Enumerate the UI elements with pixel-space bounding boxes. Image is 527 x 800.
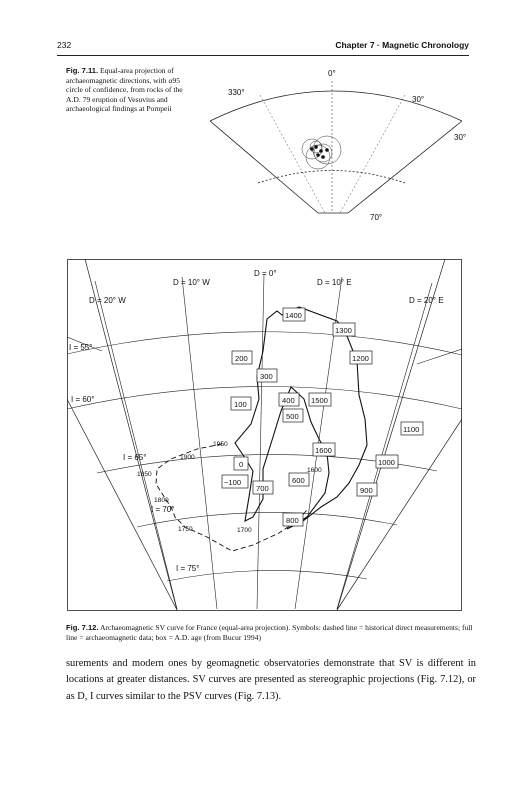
header-rule — [57, 55, 469, 56]
fig-7-11-projection: 0° 330° 30° 30° 70° — [209, 69, 466, 222]
direction-points — [310, 145, 329, 159]
age-500: 500 — [286, 412, 299, 421]
label-i-75: I = 75° — [176, 564, 199, 573]
age-1200: 1200 — [352, 354, 369, 363]
label-i-60: I = 60° — [71, 395, 94, 404]
running-header: 232 Chapter 7 · Magnetic Chronology — [57, 40, 469, 54]
label-i-65: I = 65° — [123, 453, 146, 462]
label-d-10w: D = 10° W — [173, 278, 210, 287]
year-1800: 1800 — [154, 497, 169, 504]
fig-7-12-sv-curve: D = 20° W D = 10° W D = 0° D = 10° E D =… — [67, 259, 462, 611]
fig-7-12-label: Fig. 7.12. — [66, 623, 99, 632]
historical-year-labels: 1950 1900 1850 1800 1750 1700 1600 — [137, 441, 322, 534]
age-100: 100 — [234, 400, 247, 409]
fig-7-11-caption: Fig. 7.11. Equal-area projection of arch… — [66, 66, 194, 114]
declination-lines — [67, 273, 462, 610]
age-900: 900 — [360, 486, 373, 495]
figure-frame — [67, 259, 462, 611]
year-1850: 1850 — [137, 471, 152, 478]
year-1900: 1900 — [180, 454, 195, 461]
age-600: 600 — [292, 476, 305, 485]
age-1300: 1300 — [335, 326, 352, 335]
year-1700: 1700 — [237, 527, 252, 534]
archaeomagnetic-solid-curve — [234, 306, 368, 530]
label-70deg: 70° — [370, 213, 382, 222]
age-700: 700 — [256, 484, 269, 493]
fig-7-12-caption: Fig. 7.12. Archaeomagnetic SV curve for … — [66, 623, 476, 643]
age-200: 200 — [235, 354, 248, 363]
age-400: 400 — [282, 396, 295, 405]
age-1500: 1500 — [311, 396, 328, 405]
fig-7-11-caption-text: Equal-area projection of archaeomagnetic… — [66, 66, 183, 114]
outer-boundary — [67, 259, 462, 611]
label-d-0: D = 0° — [254, 269, 277, 278]
age-0: 0 — [239, 460, 243, 469]
historical-dashed-curve — [155, 443, 309, 552]
age-minus-100: −100 — [224, 478, 241, 487]
age-box-labels: 1400 1300 1200 1100 1000 200 300 400 150… — [224, 311, 419, 525]
body-paragraph: surements and modern ones by geomagnetic… — [66, 658, 476, 702]
label-i-55: I = 55° — [69, 343, 92, 352]
age-800: 800 — [286, 516, 299, 525]
chapter-title: Chapter 7 · Magnetic Chronology — [335, 40, 469, 50]
label-30deg-outer: 30° — [454, 133, 466, 142]
page-number: 232 — [57, 40, 72, 50]
label-330deg: 330° — [228, 88, 245, 97]
projection-outer-arc — [209, 90, 463, 122]
age-1400: 1400 — [285, 311, 302, 320]
label-d-20w: D = 20° W — [89, 296, 126, 305]
inclination-arcs — [67, 331, 462, 582]
fig-7-12-caption-text: Archaeomagnetic SV curve for France (equ… — [66, 623, 473, 642]
year-1950: 1950 — [213, 441, 228, 448]
label-0deg: 0° — [328, 69, 336, 78]
fig-7-11-label: Fig. 7.11. — [66, 66, 99, 75]
age-300: 300 — [260, 372, 273, 381]
age-1000: 1000 — [378, 458, 395, 467]
label-30deg-inner: 30° — [412, 95, 424, 104]
age-1100: 1100 — [403, 425, 419, 434]
label-d-10e: D = 10° E — [317, 278, 352, 287]
age-1600: 1600 — [315, 446, 332, 455]
label-d-20e: D = 20° E — [409, 296, 444, 305]
year-1600: 1600 — [307, 467, 322, 474]
label-i-70: I = 70° — [151, 505, 174, 514]
year-1750: 1750 — [178, 526, 193, 533]
projection-inner-arc — [257, 170, 406, 184]
age-boxes — [221, 307, 424, 527]
